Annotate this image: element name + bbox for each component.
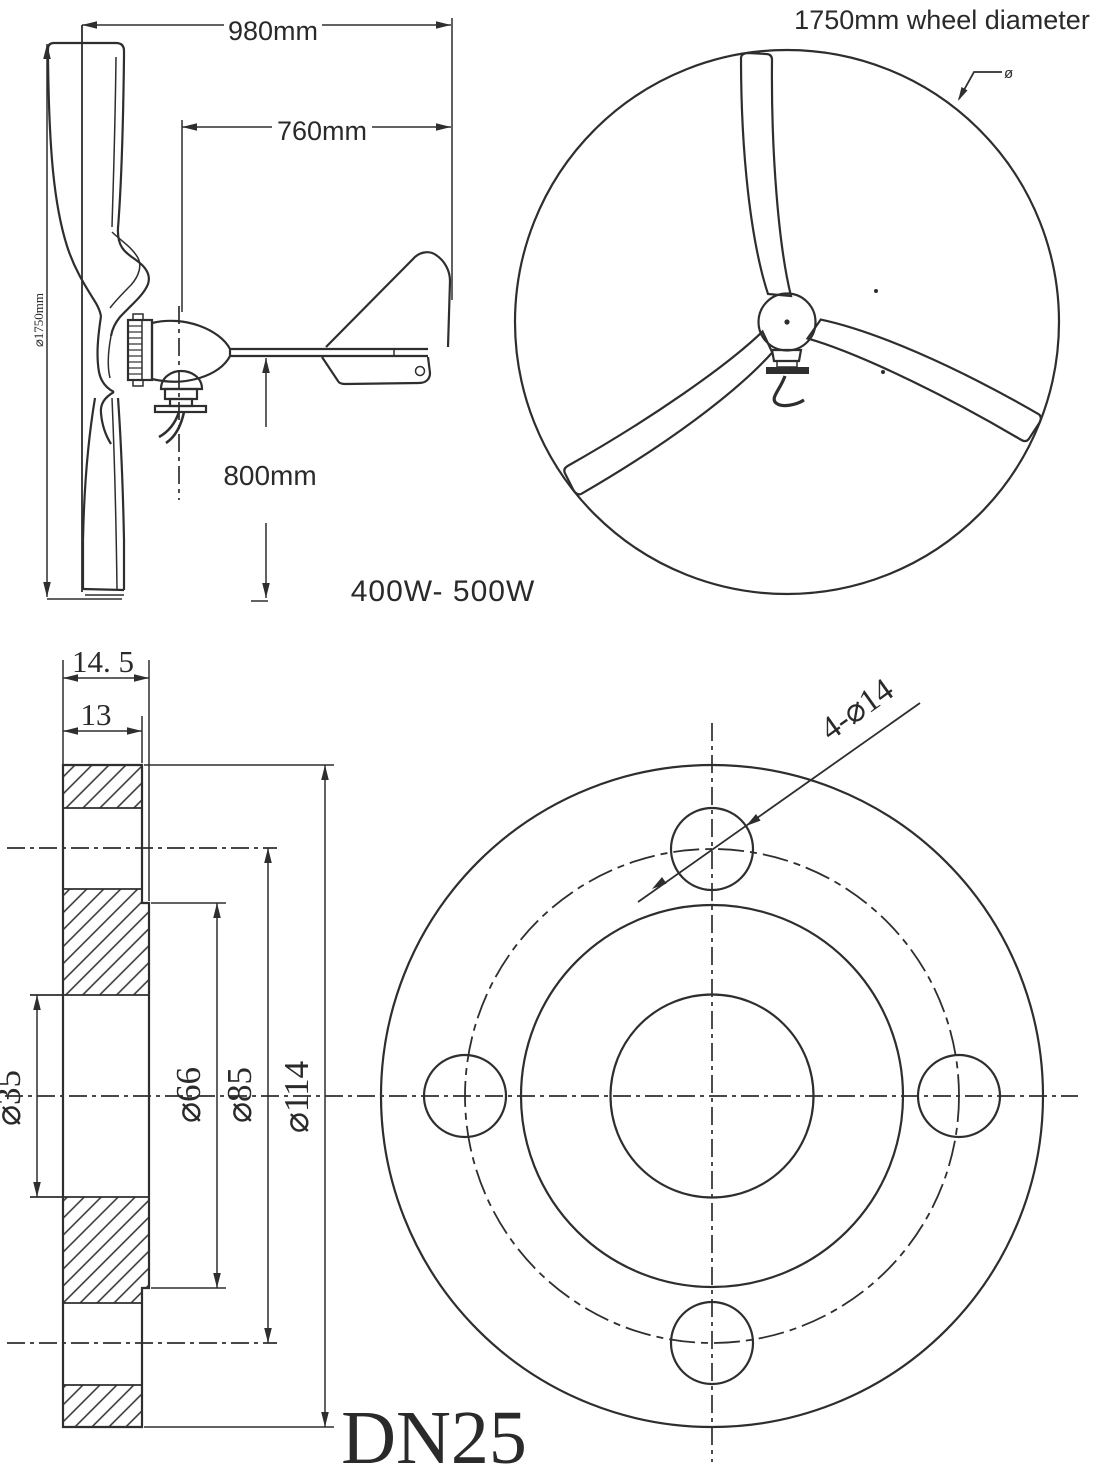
- power-rating-label: 400W- 500W: [351, 575, 536, 608]
- dim-14-5: 14. 5: [62, 644, 150, 901]
- dim-13: 13: [63, 697, 143, 763]
- wheel-blades: [563, 51, 1042, 496]
- flange-section-view: 14. 5 13 ⌀35 ⌀66 ⌀85: [0, 644, 1078, 1429]
- side-view-generator: [126, 313, 154, 387]
- side-view-spinner: [96, 315, 115, 445]
- wheel-diameter-symbol: ø: [1004, 65, 1013, 82]
- side-view-upper-blade: [46, 41, 150, 337]
- wheel-outer-circle: [513, 48, 1061, 596]
- section-hatching: [63, 765, 149, 1427]
- dim-13-label: 13: [81, 697, 112, 732]
- wheel-title: 1750mm wheel diameter: [794, 5, 1090, 35]
- wheel-front-view: 1750mm wheel diameter ø: [513, 5, 1090, 596]
- wheel-diameter-leader: ø: [958, 65, 1013, 101]
- dim-800: 800mm: [223, 358, 317, 602]
- dim-980-label: 980mm: [228, 16, 318, 46]
- dim-d85-label: ⌀85: [220, 1067, 259, 1123]
- dim-760-label: 760mm: [277, 116, 367, 146]
- dim-d35-label: ⌀35: [0, 1070, 28, 1126]
- dim-980: 980mm: [82, 16, 451, 46]
- dim-d35: ⌀35: [0, 995, 41, 1197]
- dim-rotor-1750: ⌀1750mm: [31, 44, 122, 600]
- bolt-hole-label: 4-⌀14: [814, 672, 900, 748]
- hub-center-dot: [784, 319, 790, 325]
- flange-outline: [61, 763, 151, 1429]
- dim-d66-label: ⌀66: [169, 1067, 208, 1123]
- dim-d66: ⌀66: [151, 902, 226, 1289]
- dim-800-label: 800mm: [223, 460, 316, 491]
- turbine-side-view: 980mm 760mm ⌀1750mm 800mm 400W- 500W: [31, 16, 536, 608]
- dim-d114: ⌀114: [144, 764, 334, 1428]
- flange-internal-edges: [30, 807, 149, 1386]
- speck-dot-1: [874, 289, 878, 293]
- dim-d114-label: ⌀114: [277, 1061, 316, 1133]
- speck-dot-2: [881, 370, 885, 374]
- flange-face-view: 4-⌀14 DN25: [341, 672, 1045, 1478]
- nominal-size-label: DN25: [341, 1396, 527, 1478]
- side-view-lower-blade: [81, 397, 126, 596]
- yaw-mount: [153, 369, 208, 445]
- dim-rotor-label: ⌀1750mm: [31, 293, 46, 347]
- bolt-hole-leader: 4-⌀14: [637, 672, 921, 903]
- tail-fin: [321, 251, 452, 386]
- flange-boss-circle: [519, 903, 905, 1289]
- wheel-hub-bracket: [766, 348, 809, 408]
- tail-boom: [230, 347, 428, 358]
- dim-14-5-label: 14. 5: [72, 644, 134, 679]
- dim-760: 760mm: [181, 18, 453, 312]
- dim-d85: ⌀85: [220, 848, 272, 1343]
